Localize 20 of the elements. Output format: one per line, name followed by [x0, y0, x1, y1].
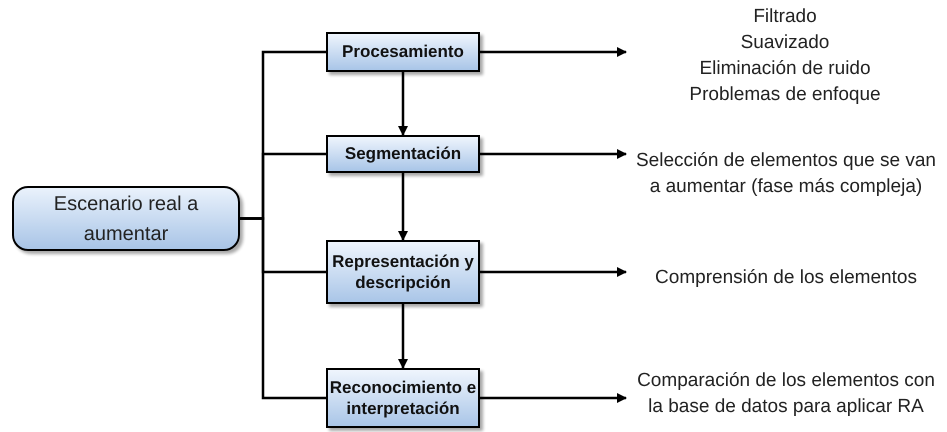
process-box: Representación y descripción: [326, 240, 480, 304]
connector-line: [240, 217, 326, 400]
arrow: [398, 72, 408, 136]
process-box: Segmentación: [326, 135, 480, 173]
description-text: Comparación de los elementos con la base de datos para aplicar RA: [636, 369, 936, 419]
description-text: Comprensión de los elementos: [655, 266, 917, 290]
arrow: [480, 393, 627, 403]
description-text: Eliminación de ruido: [699, 57, 871, 81]
description-text: Problemas de enfoque: [689, 83, 881, 107]
arrow: [398, 173, 408, 241]
description-text: Selección de elementos que se van a aumentar (fase más compleja): [635, 149, 937, 199]
description-text: Suavizado: [740, 31, 830, 55]
rounded-box: Escenario real a aumentar: [12, 186, 240, 251]
arrow: [480, 149, 627, 159]
description-text: Filtrado: [753, 5, 817, 29]
arrow: [398, 304, 408, 369]
arrow: [480, 47, 627, 57]
process-box: Reconocimiento e interpretación: [326, 368, 480, 428]
arrow: [480, 267, 627, 277]
process-box: Procesamiento: [326, 32, 480, 72]
